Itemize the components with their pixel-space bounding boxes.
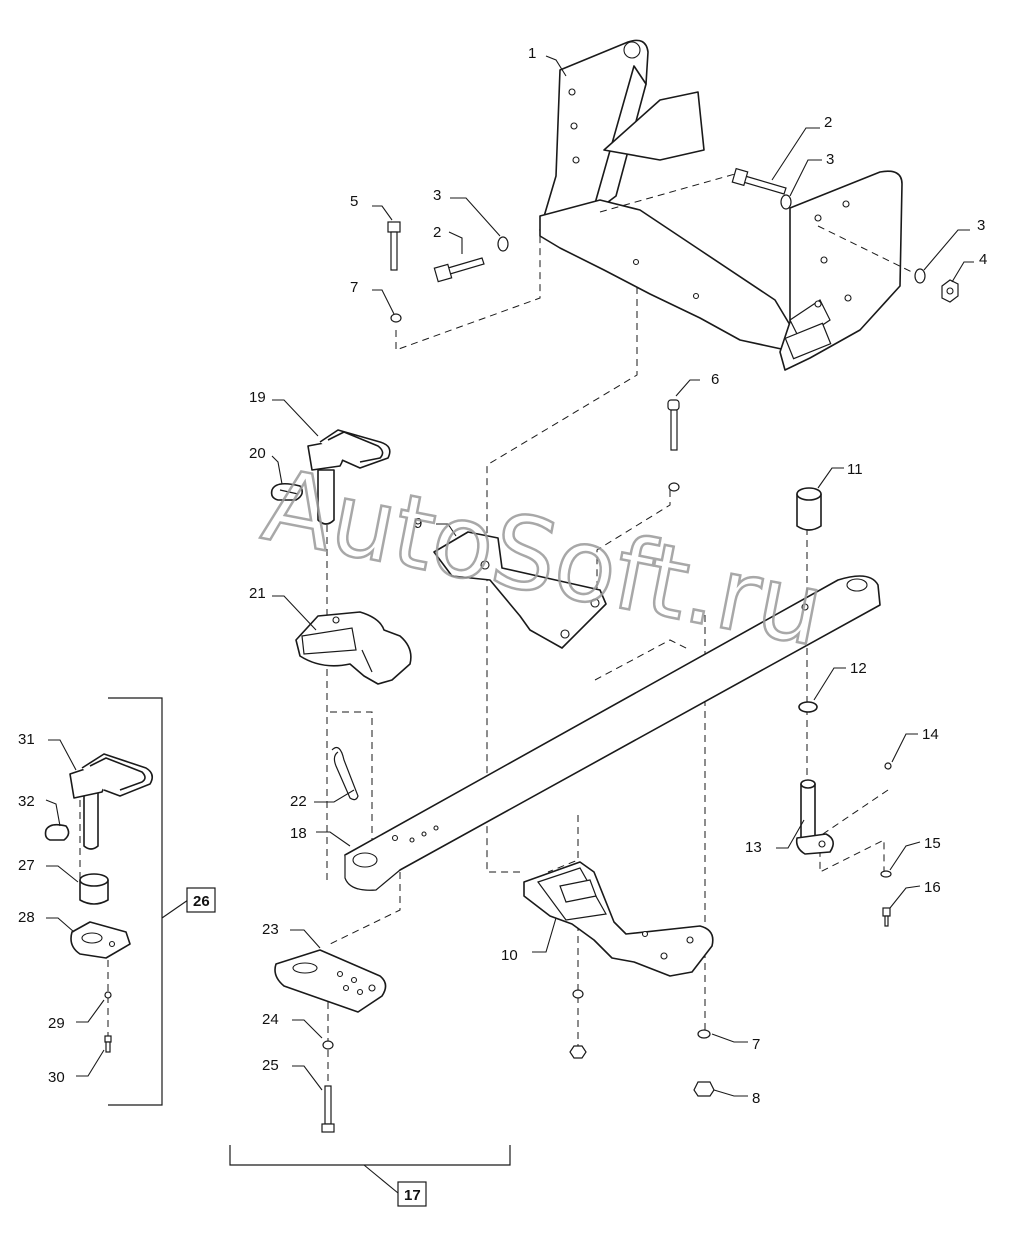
callout-7-bottom: 7 — [752, 1036, 760, 1053]
bolt-2-right — [731, 167, 787, 195]
kit-label-26-text: 26 — [193, 893, 210, 910]
callout-19: 19 — [249, 389, 266, 406]
callout-11: 11 — [847, 461, 863, 478]
callout-3-right-top: 3 — [826, 151, 834, 168]
nut-part-10 — [569, 1045, 587, 1059]
washer-7-top — [390, 313, 402, 323]
plate-part-9 — [433, 531, 607, 649]
washer-3-right-top — [780, 194, 792, 210]
clip-part-32 — [44, 823, 70, 841]
callout-20: 20 — [249, 445, 266, 462]
nut-part-8 — [693, 1081, 715, 1097]
kit-26-leader — [161, 899, 189, 919]
callout-2-left: 2 — [433, 224, 441, 241]
callout-28: 28 — [18, 909, 35, 926]
washer-part-15 — [880, 870, 892, 878]
kit-17-bracket — [229, 1145, 511, 1166]
callout-10: 10 — [501, 947, 518, 964]
screw-part-30 — [104, 1035, 112, 1053]
bushing-part-11 — [796, 487, 822, 531]
callout-27: 27 — [18, 857, 35, 874]
washer-part-10 — [572, 989, 584, 999]
callout-9: 9 — [414, 515, 422, 532]
kit-label-17-text: 17 — [404, 1187, 421, 1204]
spring-clip-part-22 — [331, 747, 359, 801]
nut-4 — [941, 279, 959, 303]
assembly-lines — [79, 215, 889, 1090]
washer-7-bottom — [697, 1029, 711, 1039]
callout-31: 31 — [18, 731, 35, 748]
washer-6 — [668, 482, 680, 492]
callout-5: 5 — [350, 193, 358, 210]
callout-3-right: 3 — [977, 217, 985, 234]
callout-16: 16 — [924, 879, 941, 896]
washer-part-24 — [322, 1040, 334, 1050]
pin-part-13 — [795, 779, 834, 855]
washer-3-left — [497, 236, 509, 252]
washer-part-12 — [798, 701, 818, 713]
callout-32: 32 — [18, 793, 35, 810]
callout-6: 6 — [711, 371, 719, 388]
callout-1: 1 — [528, 45, 536, 62]
callout-23: 23 — [262, 921, 279, 938]
washer-3-right — [914, 268, 926, 284]
callout-12: 12 — [850, 660, 867, 677]
callout-4: 4 — [979, 251, 987, 268]
callout-labels: 1 2 3 3 2 5 7 3 4 6 19 20 11 9 21 12 14 … — [18, 45, 987, 1107]
plate-part-23 — [274, 949, 387, 1013]
callout-21: 21 — [249, 585, 266, 602]
callout-13: 13 — [745, 839, 762, 856]
kit-17-leader — [363, 1164, 399, 1194]
plate-part-28 — [70, 921, 131, 959]
callout-2-right: 2 — [824, 114, 832, 131]
kit-label-26: 26 — [186, 887, 216, 913]
kit-26-bracket — [108, 697, 163, 1106]
callout-25: 25 — [262, 1057, 279, 1074]
callout-3-left: 3 — [433, 187, 441, 204]
callout-8: 8 — [752, 1090, 760, 1107]
frame-part-1 — [539, 39, 921, 371]
leader-lines — [45, 55, 974, 1097]
pin-part-19 — [307, 429, 391, 525]
callout-24: 24 — [262, 1011, 279, 1028]
part-29 — [104, 991, 112, 999]
callout-15: 15 — [924, 835, 941, 852]
callout-29: 29 — [48, 1015, 65, 1032]
bolt-6 — [667, 399, 680, 451]
callout-7-top: 7 — [350, 279, 358, 296]
part-14 — [884, 762, 892, 770]
bolt-2-left — [433, 257, 485, 283]
screw-part-16 — [882, 907, 891, 927]
kit-label-17: 17 — [397, 1181, 427, 1207]
callout-22: 22 — [290, 793, 307, 810]
bolt-part-25 — [321, 1085, 335, 1133]
bushing-part-27 — [79, 873, 109, 905]
callout-14: 14 — [922, 726, 939, 743]
callout-18: 18 — [290, 825, 307, 842]
callout-30: 30 — [48, 1069, 65, 1086]
bolt-5 — [387, 221, 401, 271]
support-part-10 — [523, 861, 714, 977]
hitch-jaw-part-21 — [295, 611, 412, 685]
pin-part-31 — [69, 753, 154, 850]
drawbar-part-18 — [344, 575, 881, 891]
